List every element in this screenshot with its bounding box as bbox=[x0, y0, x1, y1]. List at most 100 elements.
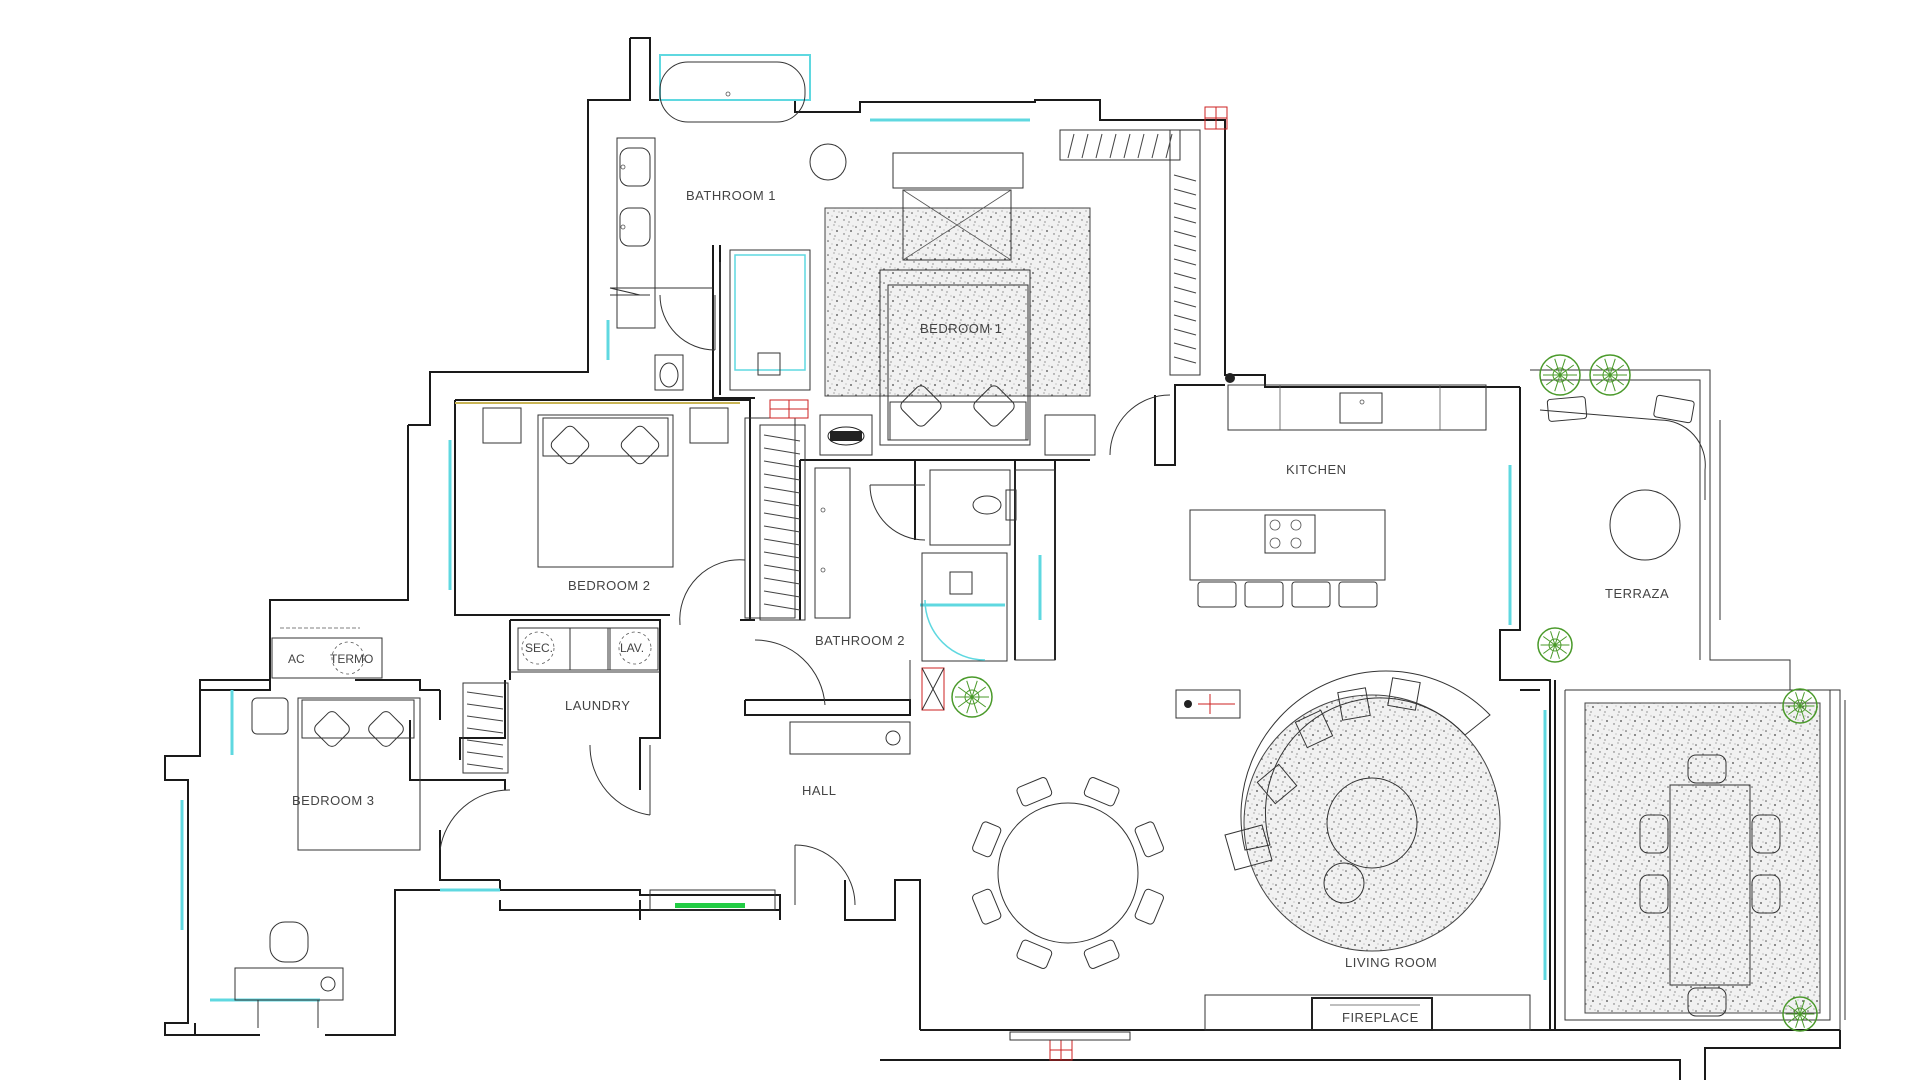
hanger-line bbox=[763, 434, 801, 442]
hanger-line bbox=[1095, 133, 1103, 159]
kitchen-counter bbox=[1227, 384, 1487, 431]
rug-living bbox=[1243, 694, 1501, 952]
dining-chair bbox=[972, 888, 1002, 925]
dining-chair bbox=[972, 821, 1002, 858]
closet bbox=[1059, 129, 1201, 376]
hanger-line bbox=[763, 564, 801, 572]
hanger-line bbox=[1123, 133, 1131, 159]
stove-icon bbox=[827, 426, 865, 446]
bedroom2-door bbox=[679, 559, 746, 626]
closet bbox=[462, 682, 509, 774]
plant-icon bbox=[1589, 354, 1631, 396]
hanger-line bbox=[1173, 272, 1197, 280]
windows bbox=[180, 54, 1846, 1020]
label-termo: TERMO bbox=[330, 652, 373, 666]
nightstand bbox=[251, 697, 289, 735]
bathtub-icon bbox=[659, 61, 806, 123]
label-hall: HALL bbox=[802, 783, 837, 798]
hanger-line bbox=[763, 577, 801, 585]
label-kitchen: KITCHEN bbox=[1286, 462, 1347, 477]
dining-chair bbox=[1016, 939, 1053, 969]
hanger-line bbox=[763, 525, 801, 533]
hanger-line bbox=[1173, 258, 1197, 266]
bath-vanity bbox=[814, 467, 851, 619]
label-lav: LAV. bbox=[620, 641, 644, 655]
laundry-door bbox=[589, 744, 651, 816]
hanger-line bbox=[1173, 244, 1197, 252]
hanger-line bbox=[763, 512, 801, 520]
bathroom2-door bbox=[869, 484, 926, 541]
nightstand bbox=[689, 407, 729, 444]
hanger-line bbox=[763, 460, 801, 468]
plant-icon bbox=[1782, 996, 1818, 1032]
nightstand bbox=[482, 407, 522, 444]
bed-icon bbox=[537, 414, 674, 568]
hanger-line bbox=[466, 751, 504, 758]
hanger-line bbox=[1173, 286, 1197, 294]
bench bbox=[892, 152, 1024, 189]
dining-chair bbox=[1016, 777, 1053, 807]
hanger-line bbox=[1151, 133, 1159, 159]
hanger-line bbox=[1173, 216, 1197, 224]
ac-unit bbox=[271, 637, 383, 679]
bed-icon bbox=[879, 189, 1031, 446]
toilet-icon bbox=[929, 469, 1017, 546]
label-laundry: LAUNDRY bbox=[565, 698, 630, 713]
exterior-walls bbox=[164, 37, 1841, 1080]
dryer bbox=[607, 627, 659, 671]
side-table bbox=[1323, 862, 1365, 904]
hanger-line bbox=[1173, 314, 1197, 322]
hanger-line bbox=[763, 499, 801, 507]
hanger-line bbox=[466, 763, 504, 770]
bedroom3-door bbox=[439, 789, 511, 851]
dining-chair bbox=[1134, 888, 1164, 925]
counter bbox=[569, 627, 611, 671]
bedroom1-door bbox=[1109, 394, 1171, 456]
rug-terrace bbox=[1584, 702, 1821, 1014]
plant-icon bbox=[951, 676, 993, 718]
hanger-line bbox=[1173, 174, 1197, 182]
console bbox=[789, 721, 911, 755]
hanger-line bbox=[466, 715, 504, 722]
hall-door bbox=[754, 639, 826, 706]
hanger-line bbox=[466, 691, 504, 698]
desk bbox=[234, 921, 344, 1028]
label-bathroom2: BATHROOM 2 bbox=[815, 633, 905, 648]
hanger-line bbox=[763, 473, 801, 481]
sink-icon bbox=[616, 137, 656, 329]
label-bedroom2: BEDROOM 2 bbox=[568, 578, 651, 593]
terrace-seating bbox=[1539, 394, 1706, 561]
media-unit bbox=[1175, 689, 1241, 719]
hanger-line bbox=[1165, 133, 1173, 159]
green-bar bbox=[675, 903, 745, 908]
rug-bedroom1 bbox=[824, 207, 1091, 397]
label-ac: AC bbox=[288, 652, 305, 666]
window-marker-red bbox=[921, 667, 945, 711]
hanger-line bbox=[1173, 300, 1197, 308]
hanger-line bbox=[1067, 133, 1075, 159]
dining-chair bbox=[1083, 777, 1120, 807]
hanger-line bbox=[1173, 342, 1197, 350]
round-stool bbox=[809, 143, 847, 181]
hanger-line bbox=[1137, 133, 1145, 159]
label-fireplace: FIREPLACE bbox=[1342, 1010, 1419, 1025]
shower bbox=[719, 249, 811, 391]
fireplace bbox=[1204, 994, 1531, 1031]
nightstand bbox=[1044, 414, 1096, 456]
entry-door bbox=[794, 844, 856, 906]
plant-icon bbox=[1537, 627, 1573, 663]
dining-chair bbox=[1134, 821, 1164, 858]
window-marker-red bbox=[1049, 1039, 1073, 1061]
hanger-line bbox=[466, 727, 504, 734]
nightstand bbox=[819, 414, 873, 456]
hanger-line bbox=[466, 739, 504, 746]
hanger-line bbox=[763, 590, 801, 598]
coffee-table bbox=[1326, 777, 1418, 869]
dining-table bbox=[972, 777, 1164, 969]
hanger-line bbox=[466, 703, 504, 710]
pillow-icon bbox=[550, 425, 660, 465]
label-terraza: TERRAZA bbox=[1605, 586, 1669, 601]
hanger-line bbox=[763, 486, 801, 494]
bathroom1-door bbox=[659, 294, 716, 351]
